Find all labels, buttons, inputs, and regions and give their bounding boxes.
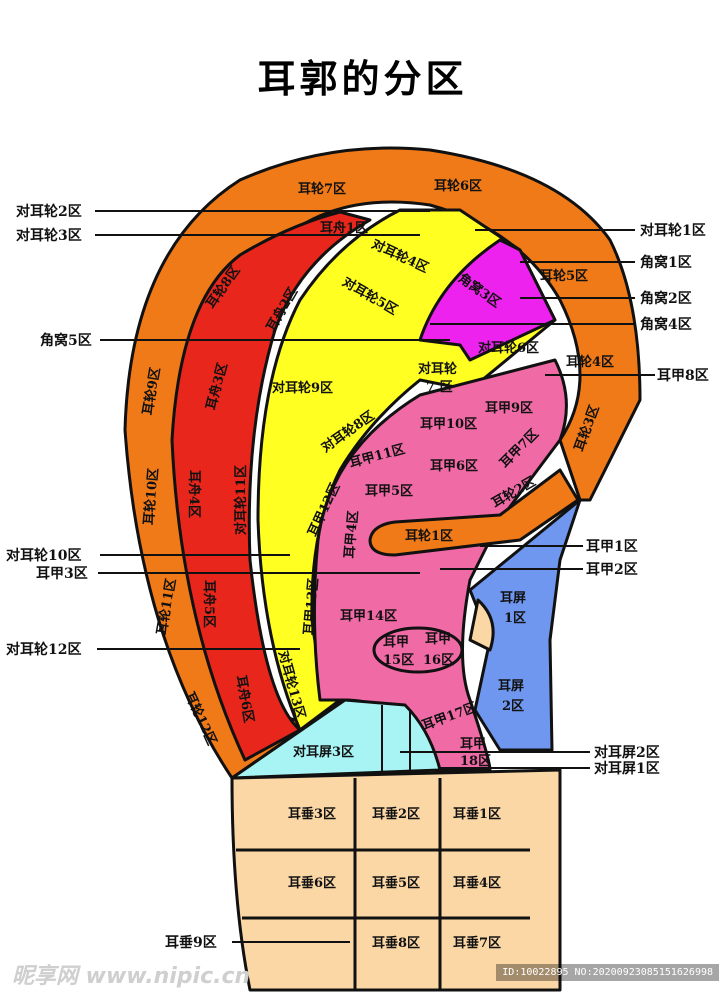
- antitragus-grid: [381, 705, 411, 775]
- zone-ah-7a: 对耳轮: [418, 361, 457, 377]
- zone-concha-16b: 16区: [423, 653, 454, 668]
- zone-lobe-4: 耳垂4区: [453, 875, 501, 891]
- zone-concha-16a: 耳甲: [425, 632, 451, 647]
- zone-ah-11: 对耳轮11区: [233, 465, 249, 535]
- zone-helix-10: 耳轮10区: [141, 467, 162, 525]
- zone-helix-6: 耳轮6区: [434, 178, 482, 194]
- zone-lobe-6: 耳垂6区: [288, 875, 336, 891]
- zone-lobe-8: 耳垂8区: [372, 935, 420, 951]
- callout-concha-2: 耳甲2区: [586, 562, 638, 578]
- zone-concha-13: 耳甲13区: [302, 578, 322, 636]
- zone-ah-7b: 7 区: [426, 380, 453, 395]
- watermark-right: ID:10022895 NO:20200923085151626998: [496, 964, 719, 981]
- zone-concha-10: 耳甲10区: [420, 417, 477, 432]
- zone-scapha-4: 耳舟4区: [186, 470, 202, 518]
- callout-ah-1: 对耳轮1区: [640, 222, 706, 239]
- zone-tragus-1a: 耳屏: [500, 591, 526, 606]
- tragus-region: [468, 498, 582, 752]
- zone-concha-9: 耳甲9区: [485, 401, 533, 416]
- fossa-region: [418, 238, 557, 362]
- zone-tragus-2b: 2区: [502, 699, 524, 714]
- callout-ah-10: 对耳轮10区: [6, 547, 81, 564]
- zone-concha-15a: 耳甲: [383, 635, 409, 650]
- callout-ah-2: 对耳轮2区: [16, 203, 82, 220]
- zone-concha-6: 耳甲6区: [430, 459, 478, 474]
- zone-helix-crus-1: 耳轮1区: [405, 528, 453, 544]
- callout-concha-3: 耳甲3区: [36, 566, 88, 582]
- helix-crus: [368, 468, 580, 557]
- zone-helix-7: 耳轮7区: [298, 181, 346, 197]
- zone-scapha-5: 耳舟5区: [201, 580, 217, 628]
- page-title: 耳郭的分区: [257, 57, 468, 101]
- zone-scapha-1: 耳舟1区: [320, 220, 368, 236]
- zone-concha-5: 耳甲5区: [365, 484, 413, 499]
- callout-concha-8: 耳甲8区: [657, 368, 709, 384]
- leader-lines: [95, 210, 655, 943]
- zone-concha-14: 耳甲14区: [340, 609, 397, 624]
- zone-concha-15b: 15区: [383, 653, 414, 668]
- incisure-region: [468, 598, 495, 652]
- callout-antitragus-1: 对耳屏1区: [594, 760, 660, 777]
- callout-fossa-5: 角窝5区: [40, 332, 92, 349]
- callout-fossa-2: 角窝2区: [640, 290, 692, 307]
- zone-lobe-1: 耳垂1区: [453, 806, 501, 822]
- callout-concha-1: 耳甲1区: [586, 539, 638, 555]
- watermark-left: 昵享网 www.nipic.cn: [12, 964, 251, 989]
- zone-lobe-3: 耳垂3区: [288, 806, 336, 822]
- zone-antitragus-3: 对耳屏3区: [293, 744, 354, 760]
- callout-fossa-4: 角窝4区: [640, 316, 692, 333]
- callout-ah-12: 对耳轮12区: [6, 641, 81, 658]
- callout-ah-3: 对耳轮3区: [16, 227, 82, 244]
- zone-lobe-7: 耳垂7区: [453, 935, 501, 951]
- zone-concha-18a: 耳甲: [460, 737, 486, 752]
- callout-fossa-1: 角窝1区: [640, 254, 692, 271]
- zone-helix-5: 耳轮5区: [540, 268, 588, 284]
- lobe-grid: [236, 778, 530, 990]
- zone-tragus-2a: 耳屏: [498, 679, 524, 694]
- zone-tragus-1b: 1区: [504, 611, 526, 626]
- zone-lobe-2: 耳垂2区: [372, 806, 420, 822]
- zone-helix-4: 耳轮4区: [566, 354, 614, 370]
- callout-lobe-9: 耳垂9区: [165, 934, 217, 951]
- zone-ah-9: 对耳轮9区: [272, 380, 333, 396]
- zone-concha-4: 耳甲4区: [342, 510, 361, 559]
- zone-ah-6: 对耳轮6区: [478, 340, 539, 356]
- zone-concha-18b: 18区: [460, 754, 491, 769]
- zone-lobe-5: 耳垂5区: [372, 875, 420, 891]
- antitragus-region: [230, 698, 442, 780]
- concha-15-16-outline: [372, 626, 464, 674]
- callout-antitragus-2: 对耳屏2区: [594, 744, 660, 761]
- lobe-region: [230, 768, 562, 992]
